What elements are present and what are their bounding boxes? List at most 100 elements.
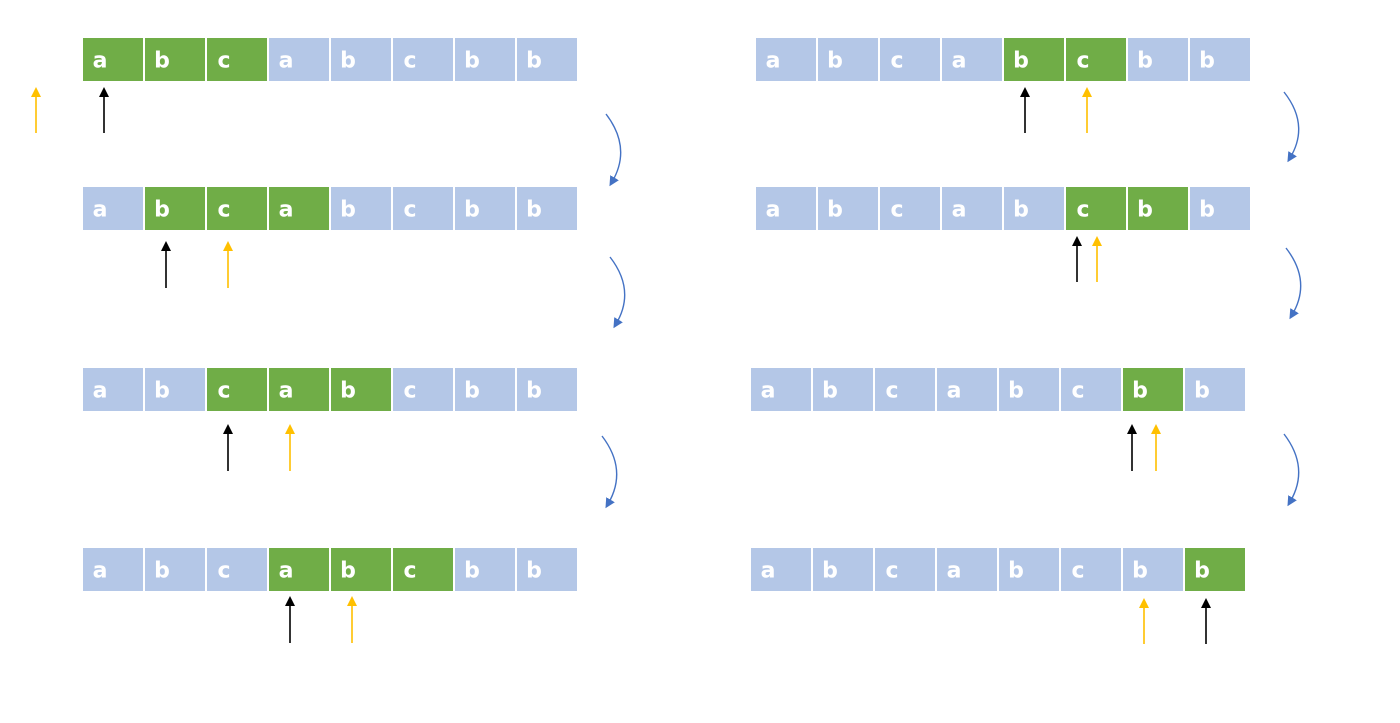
- cell-0: [749, 366, 813, 413]
- cell-char-7: b: [526, 379, 542, 404]
- cell-char-5: c: [1076, 49, 1089, 74]
- cell-char-5: c: [403, 379, 416, 404]
- cell-0: [81, 185, 145, 232]
- cell-6: [453, 36, 517, 83]
- cell-char-0: a: [766, 198, 781, 223]
- cell-2: [205, 185, 269, 232]
- cell-char-7: b: [1199, 198, 1215, 223]
- cell-char-1: b: [154, 559, 170, 584]
- cell-1: [143, 546, 207, 593]
- cell-4: [997, 366, 1061, 413]
- cell-0: [81, 366, 145, 413]
- cell-char-5: c: [1071, 379, 1084, 404]
- cell-char-0: a: [766, 49, 781, 74]
- cell-5: [1059, 366, 1123, 413]
- cell-char-6: b: [1132, 559, 1148, 584]
- cell-char-6: b: [1137, 198, 1153, 223]
- cell-1: [816, 36, 880, 83]
- cell-2: [878, 185, 942, 232]
- cell-7: [1188, 36, 1252, 83]
- cell-3: [935, 546, 999, 593]
- cell-6: [453, 185, 517, 232]
- cell-char-5: c: [1071, 559, 1084, 584]
- cell-5: [391, 36, 455, 83]
- cell-6: [1126, 36, 1190, 83]
- cell-char-3: a: [279, 198, 294, 223]
- cell-char-2: c: [890, 49, 903, 74]
- cell-0: [754, 185, 818, 232]
- cell-3: [267, 36, 331, 83]
- cell-char-3: a: [947, 559, 962, 584]
- cell-6: [1121, 546, 1185, 593]
- transition-arrow-5: [1285, 247, 1302, 320]
- cell-7: [515, 185, 579, 232]
- cell-char-6: b: [464, 559, 480, 584]
- cell-char-1: b: [154, 49, 170, 74]
- cell-char-2: c: [217, 49, 230, 74]
- cell-char-3: a: [279, 379, 294, 404]
- cell-char-7: b: [526, 198, 542, 223]
- cell-char-1: b: [154, 198, 170, 223]
- cell-3: [940, 185, 1004, 232]
- cell-7: [1188, 185, 1252, 232]
- cell-7: [515, 36, 579, 83]
- cell-4: [329, 366, 393, 413]
- cell-char-3: a: [952, 49, 967, 74]
- transition-arrow-1: [605, 113, 622, 187]
- cell-2: [878, 36, 942, 83]
- cell-5: [391, 546, 455, 593]
- cell-4: [1002, 36, 1066, 83]
- transition-arrow-2: [609, 256, 626, 329]
- cell-5: [1059, 546, 1123, 593]
- cell-char-1: b: [822, 559, 838, 584]
- cell-0: [754, 36, 818, 83]
- cell-7: [1183, 366, 1247, 413]
- cell-char-3: a: [947, 379, 962, 404]
- cell-5: [1064, 185, 1128, 232]
- cell-char-1: b: [827, 49, 843, 74]
- cell-1: [143, 36, 207, 83]
- cell-3: [940, 36, 1004, 83]
- cell-char-4: b: [1008, 379, 1024, 404]
- cell-2: [205, 366, 269, 413]
- cell-char-1: b: [827, 198, 843, 223]
- cell-6: [453, 366, 517, 413]
- cell-3: [267, 366, 331, 413]
- cell-char-4: b: [1013, 49, 1029, 74]
- cell-0: [81, 546, 145, 593]
- cell-5: [1064, 36, 1128, 83]
- cell-char-6: b: [1137, 49, 1153, 74]
- cell-char-0: a: [93, 379, 108, 404]
- cell-char-5: c: [403, 49, 416, 74]
- cell-char-7: b: [1194, 379, 1210, 404]
- cell-char-5: c: [1076, 198, 1089, 223]
- cell-char-1: b: [822, 379, 838, 404]
- cell-char-3: a: [279, 559, 294, 584]
- cell-char-3: a: [279, 49, 294, 74]
- cell-char-5: c: [403, 198, 416, 223]
- cell-char-2: c: [885, 379, 898, 404]
- cell-5: [391, 185, 455, 232]
- cell-6: [1121, 366, 1185, 413]
- cell-char-4: b: [1013, 198, 1029, 223]
- cell-4: [329, 185, 393, 232]
- cell-char-6: b: [464, 49, 480, 74]
- cell-char-5: c: [403, 559, 416, 584]
- cell-char-3: a: [952, 198, 967, 223]
- cell-char-0: a: [761, 379, 776, 404]
- cell-char-6: b: [464, 379, 480, 404]
- cell-char-7: b: [1199, 49, 1215, 74]
- cell-char-4: b: [340, 559, 356, 584]
- cell-char-7: b: [1194, 559, 1210, 584]
- cell-char-2: c: [217, 198, 230, 223]
- cell-char-0: a: [93, 198, 108, 223]
- cell-3: [267, 546, 331, 593]
- cell-4: [329, 36, 393, 83]
- transition-arrow-3: [601, 435, 618, 509]
